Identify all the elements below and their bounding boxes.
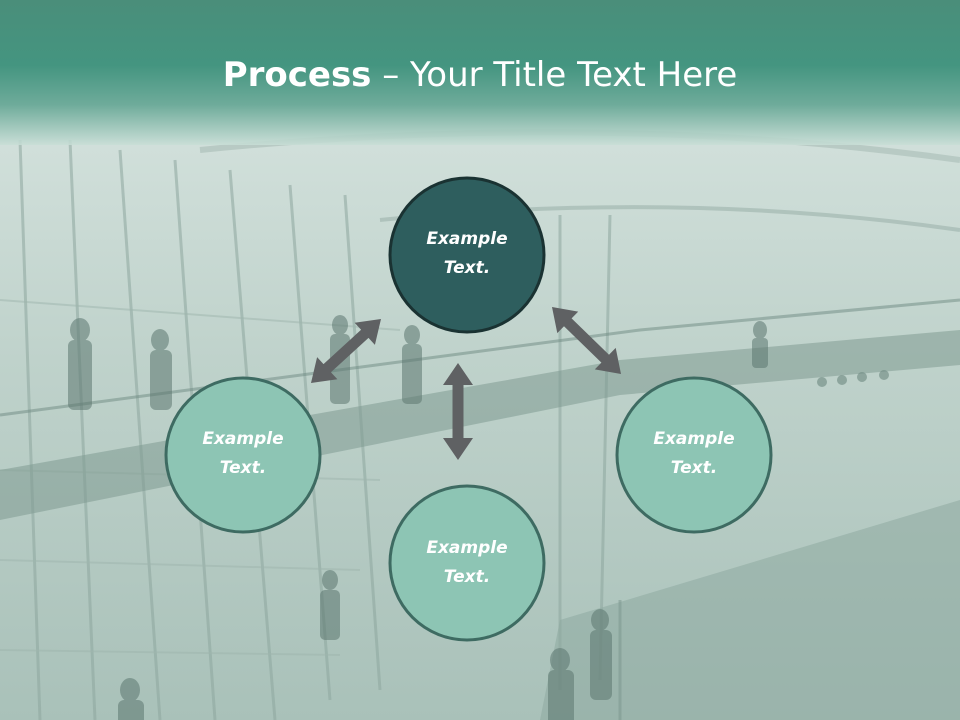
node-left-line1: Example — [202, 429, 284, 449]
node-right-line2: Text. — [670, 458, 718, 478]
node-top-label: Example Text. — [389, 225, 545, 283]
arrow-top-right-icon — [552, 307, 621, 374]
node-top-line2: Text. — [443, 258, 491, 278]
title-rest-part: – Your Title Text Here — [371, 55, 738, 95]
slide-title: Process – Your Title Text Here — [0, 54, 960, 96]
node-bottom-line2: Text. — [443, 567, 491, 587]
node-left-line2: Text. — [219, 458, 267, 478]
node-right-label: Example Text. — [616, 425, 772, 483]
node-top-line1: Example — [426, 229, 508, 249]
arrow-top-bottom-icon — [443, 363, 473, 460]
node-bottom-label: Example Text. — [389, 534, 545, 592]
arrow-top-left-icon — [311, 319, 381, 383]
circle-left[interactable] — [164, 376, 322, 534]
node-right-line1: Example — [653, 429, 735, 449]
title-bold-part: Process — [222, 55, 372, 95]
circle-right[interactable] — [615, 376, 773, 534]
node-bottom-line1: Example — [426, 538, 508, 558]
title-banner — [0, 0, 960, 145]
circle-bottom[interactable] — [388, 484, 546, 642]
node-left-label: Example Text. — [165, 425, 321, 483]
circle-top[interactable] — [388, 176, 546, 334]
